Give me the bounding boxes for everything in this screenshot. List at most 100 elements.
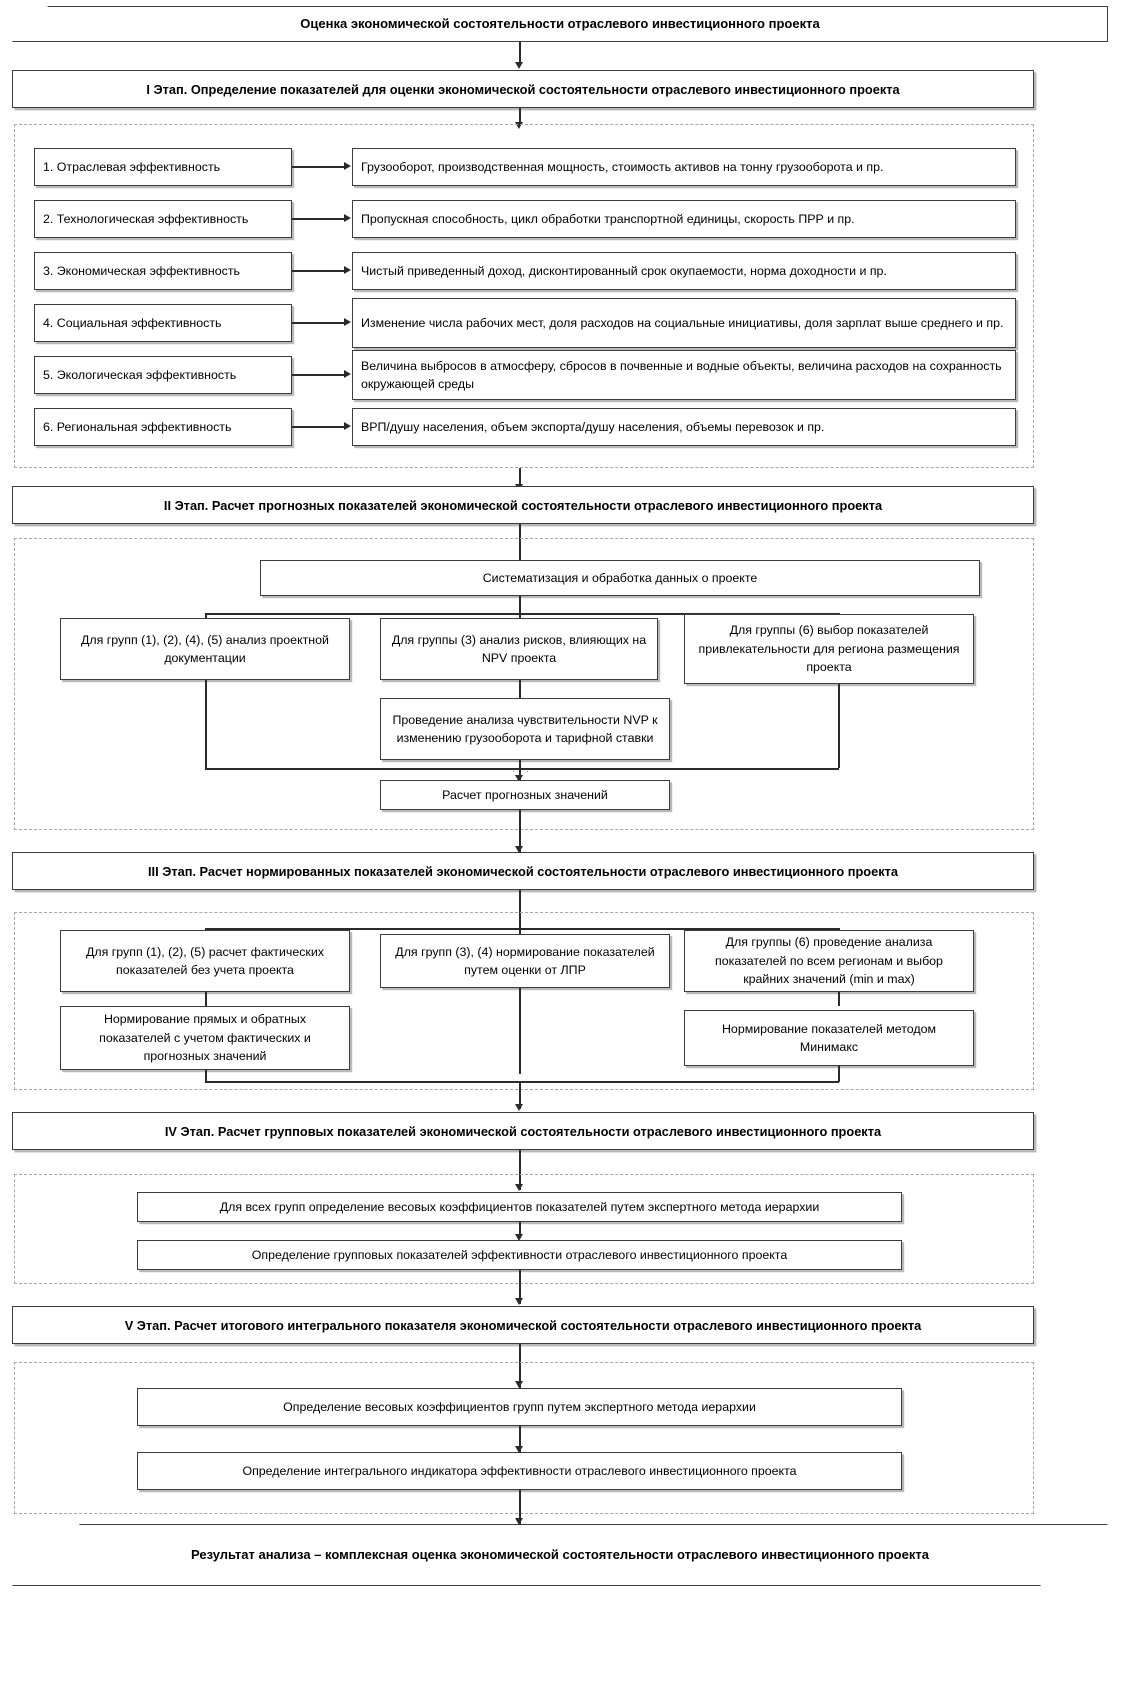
indicator-box-2: Пропускная способность, цикл обработки т…	[352, 200, 1016, 238]
stage3-sub-left-label: Нормирование прямых и обратных показател…	[99, 1012, 311, 1064]
sensitivity-label: Проведение анализа чувствительности NVP …	[392, 712, 658, 745]
arrow-s3-to-stage4	[515, 1104, 523, 1111]
stage-5-label: V Этап. Расчет итогового интегрального п…	[124, 1317, 922, 1333]
arrow-row-1	[344, 162, 351, 170]
stage3-branch-left-box: Для групп (1), (2), (5) расчет фактическ…	[60, 930, 350, 992]
connector-merge-bus-s2	[205, 768, 839, 770]
indicator-box-1: Грузооборот, производственная мощность, …	[352, 148, 1016, 186]
stage3-sub-left-box: Нормирование прямых и обратных показател…	[60, 1006, 350, 1070]
stage-2-label: II Этап. Расчет прогнозных показателей э…	[163, 497, 883, 513]
stage-5-header: V Этап. Расчет итогового интегрального п…	[12, 1306, 1034, 1344]
connector-row-4	[292, 322, 348, 324]
connector-merge-to-forecast	[519, 768, 521, 780]
stage-4-group	[14, 1174, 1034, 1284]
connector-group1-to-stage2	[519, 468, 521, 488]
stage3-branch-mid-label: Для групп (3), (4) нормирование показате…	[395, 944, 655, 977]
arrow-s5-weights-to-integral	[515, 1446, 523, 1453]
connector-s3-right-rail	[838, 1066, 840, 1082]
connector-s3-right-to-sub	[838, 992, 840, 1006]
stage2-branch-mid-box: Для группы (3) анализ рисков, влияющих н…	[380, 618, 658, 680]
criterion-box-2: 2. Технологическая эффективность	[34, 200, 292, 238]
connector-group5-to-result	[519, 1490, 521, 1524]
sensitivity-box: Проведение анализа чувствительности NVP …	[380, 698, 670, 760]
arrow-row-6	[344, 422, 351, 430]
systematization-box: Систематизация и обработка данных о прое…	[260, 560, 980, 596]
arrow-stage4-to-group4	[515, 1184, 523, 1191]
stage5-weights-label: Определение весовых коэффициентов групп …	[283, 1399, 756, 1414]
connector-left-rail-down-s2	[205, 680, 207, 768]
connector-row-5	[292, 374, 348, 376]
arrow-group2-to-stage3	[515, 846, 523, 853]
stage4-weights-label: Для всех групп определение весовых коэфф…	[219, 1199, 820, 1214]
connector-s3-merge-bus	[205, 1081, 839, 1083]
connector-sens-down	[519, 760, 521, 770]
criterion-label-1: 1. Отраслевая эффективность	[43, 159, 221, 174]
connector-stage4-to-group4	[519, 1150, 521, 1190]
stage4-weights-box: Для всех групп определение весовых коэфф…	[137, 1192, 902, 1222]
connector-s3-bus	[205, 928, 839, 930]
indicator-label-3: Чистый приведенный доход, дисконтированн…	[361, 263, 887, 278]
criterion-box-1: 1. Отраслевая эффективность	[34, 148, 292, 186]
indicator-label-1: Грузооборот, производственная мощность, …	[361, 159, 884, 174]
stage4-group-indicators-box: Определение групповых показателей эффект…	[137, 1240, 902, 1270]
arrow-stage5-to-group5	[515, 1381, 523, 1388]
indicator-box-3: Чистый приведенный доход, дисконтированн…	[352, 252, 1016, 290]
systematization-label: Систематизация и обработка данных о прое…	[482, 570, 758, 585]
stage3-branch-right-box: Для группы (6) проведение анализа показа…	[684, 930, 974, 992]
connector-group4-to-stage5	[519, 1270, 521, 1304]
stage-1-label: I Этап. Определение показателей для оцен…	[146, 81, 900, 97]
stage3-branch-mid-box: Для групп (3), (4) нормирование показате…	[380, 934, 670, 988]
criterion-label-4: 4. Социальная эффективность	[43, 315, 222, 330]
stage-3-label: III Этап. Расчет нормированных показател…	[148, 863, 898, 879]
title-banner-label: Оценка экономической состоятельности отр…	[300, 16, 820, 32]
stage2-branch-right-label: Для группы (6) выбор показателей привлек…	[698, 623, 960, 675]
connector-stage2-to-group2	[519, 524, 521, 568]
connector-syst-bus	[205, 613, 839, 615]
criterion-label-6: 6. Региональная эффективность	[43, 419, 232, 434]
arrow-group4-to-stage5	[515, 1298, 523, 1305]
stage-4-label: IV Этап. Расчет групповых показателей эк…	[164, 1123, 882, 1139]
arrow-title-to-stage1	[515, 62, 523, 69]
stage5-integral-box: Определение интегрального индикатора эфф…	[137, 1452, 902, 1490]
stage-1-header: I Этап. Определение показателей для оцен…	[12, 70, 1034, 108]
stage4-group-indicators-label: Определение групповых показателей эффект…	[251, 1247, 788, 1262]
connector-s5-weights-to-integral	[519, 1426, 521, 1452]
connector-row-1	[292, 166, 348, 168]
stage2-branch-left-label: Для групп (1), (2), (4), (5) анализ прое…	[81, 632, 329, 665]
indicator-box-6: ВРП/душу населения, объем экспорта/душу …	[352, 408, 1016, 446]
indicator-label-4: Изменение числа рабочих мест, доля расхо…	[361, 315, 1004, 330]
connector-right-rail-down-s2	[838, 684, 840, 768]
stage-2-group	[14, 538, 1034, 830]
arrow-group5-to-result	[515, 1518, 523, 1525]
stage3-sub-right-box: Нормирование показателей методом Минимак…	[684, 1010, 974, 1066]
indicator-label-2: Пропускная способность, цикл обработки т…	[361, 211, 855, 226]
connector-mid-to-sensitivity	[519, 680, 521, 698]
stage-2-header: II Этап. Расчет прогнозных показателей э…	[12, 486, 1034, 524]
stage5-integral-label: Определение интегрального индикатора эфф…	[242, 1463, 797, 1478]
stage5-weights-box: Определение весовых коэффициентов групп …	[137, 1388, 902, 1426]
arrow-row-2	[344, 214, 351, 222]
stage2-branch-right-box: Для группы (6) выбор показателей привлек…	[684, 614, 974, 684]
criterion-box-4: 4. Социальная эффективность	[34, 304, 292, 342]
stage-5-group	[14, 1362, 1034, 1514]
connector-stage3-to-group3	[519, 890, 521, 928]
indicator-label-6: ВРП/душу населения, объем экспорта/душу …	[361, 419, 825, 434]
arrow-merge-to-forecast	[515, 775, 523, 782]
arrow-stage1-to-group1	[515, 122, 523, 129]
connector-title-to-stage1	[519, 42, 521, 64]
connector-group2-to-stage3	[519, 810, 521, 852]
stage3-branch-right-label: Для группы (6) проведение анализа показа…	[715, 935, 943, 987]
connector-row-6	[292, 426, 348, 428]
arrow-row-5	[344, 370, 351, 378]
stage-3-group	[14, 912, 1034, 1090]
title-banner: Оценка экономической состоятельности отр…	[12, 6, 1108, 42]
connector-s3-left-to-sub	[205, 992, 207, 1006]
criterion-label-3: 3. Экономическая эффективность	[43, 263, 240, 278]
result-banner: Результат анализа – комплексная оценка э…	[12, 1524, 1108, 1586]
forecast-box: Расчет прогнозных значений	[380, 780, 670, 810]
stage-3-header: III Этап. Расчет нормированных показател…	[12, 852, 1034, 890]
connector-row-2	[292, 218, 348, 220]
connector-s3-merge-down	[519, 1081, 521, 1109]
connector-s3-mid-rail	[519, 988, 521, 1074]
